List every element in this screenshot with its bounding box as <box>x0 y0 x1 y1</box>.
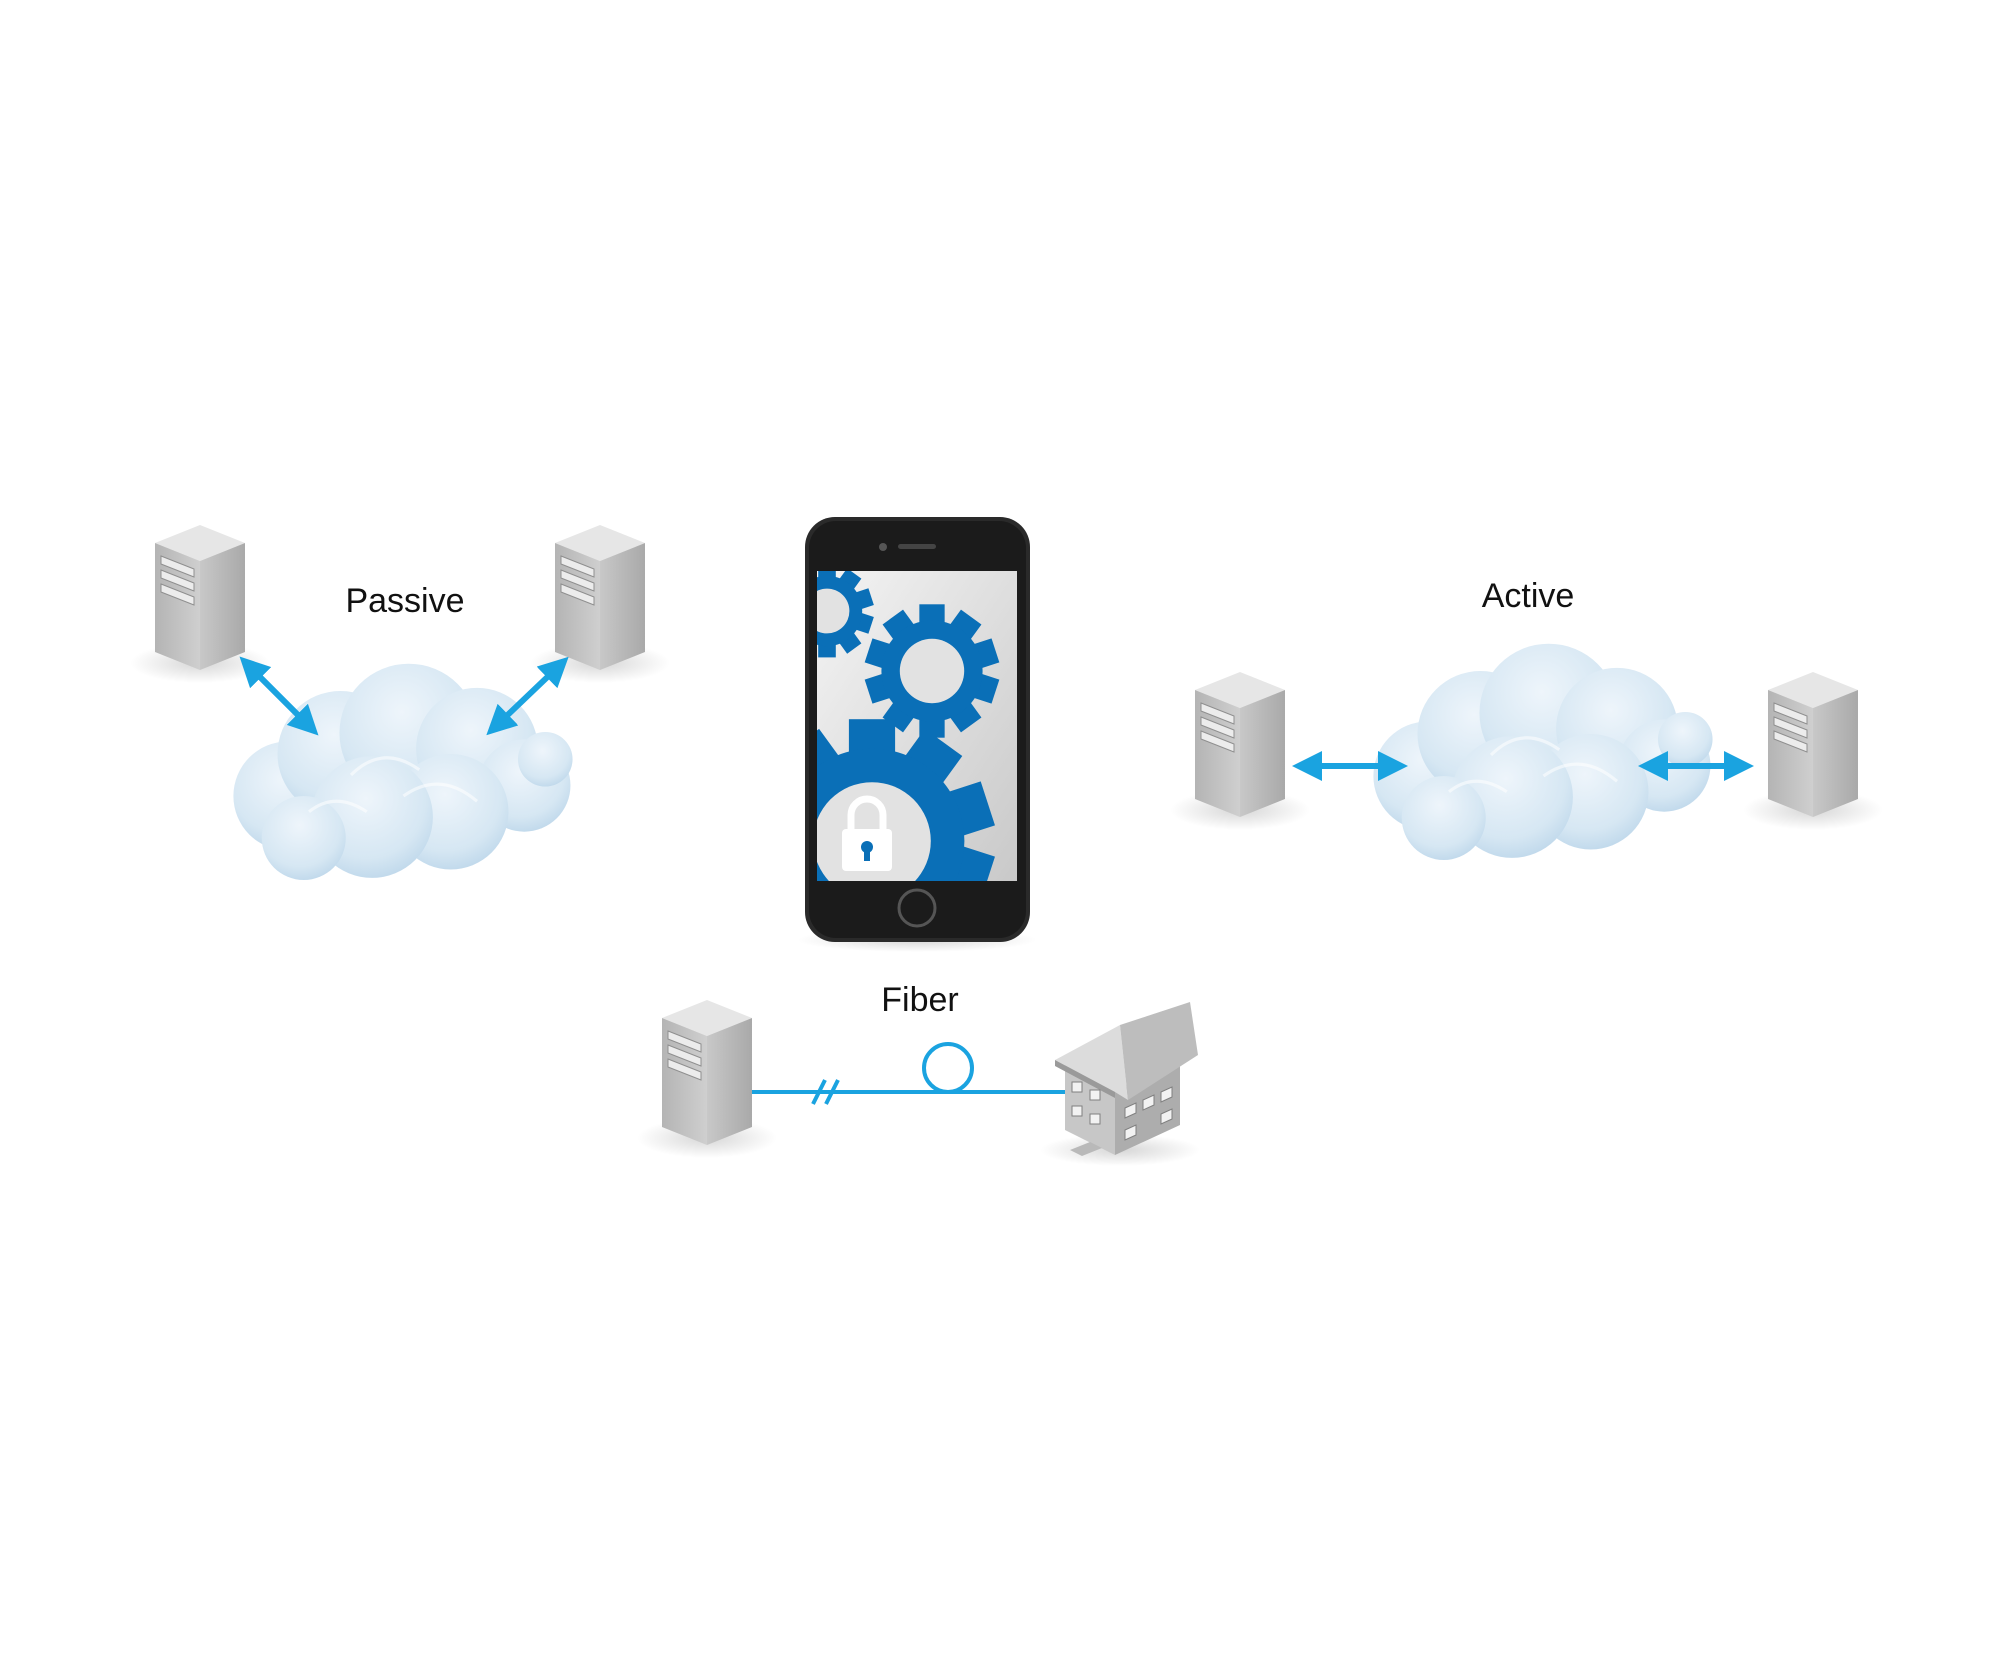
passive-cloud-icon <box>231 662 575 882</box>
fiber-server-icon <box>636 999 778 1159</box>
passive-label: Passive <box>345 582 464 620</box>
fiber-label: Fiber <box>881 981 958 1019</box>
passive-left-server-icon <box>129 524 271 684</box>
passive-right-bidirectional-arrow-icon <box>486 656 569 736</box>
padlock-icon <box>842 795 892 871</box>
passive-right-server-icon <box>529 524 671 684</box>
passive-group: Passive <box>129 524 671 882</box>
phone-screen <box>817 571 1017 881</box>
active-cloud-icon <box>1371 642 1715 862</box>
gear-icon <box>864 604 1000 738</box>
gear-icon <box>817 571 874 658</box>
fiber-group: Fiber <box>636 981 1200 1166</box>
fiber-loop-icon <box>922 1042 974 1094</box>
passive-left-bidirectional-arrow-icon <box>239 656 319 736</box>
active-right-server-icon <box>1742 671 1884 831</box>
active-label: Active <box>1482 577 1575 615</box>
smartphone-icon <box>797 517 1037 952</box>
active-group: Active <box>1169 577 1884 862</box>
fiber-break-mark <box>811 1079 840 1105</box>
active-left-server-icon <box>1169 671 1311 831</box>
house-icon <box>1040 1002 1200 1166</box>
